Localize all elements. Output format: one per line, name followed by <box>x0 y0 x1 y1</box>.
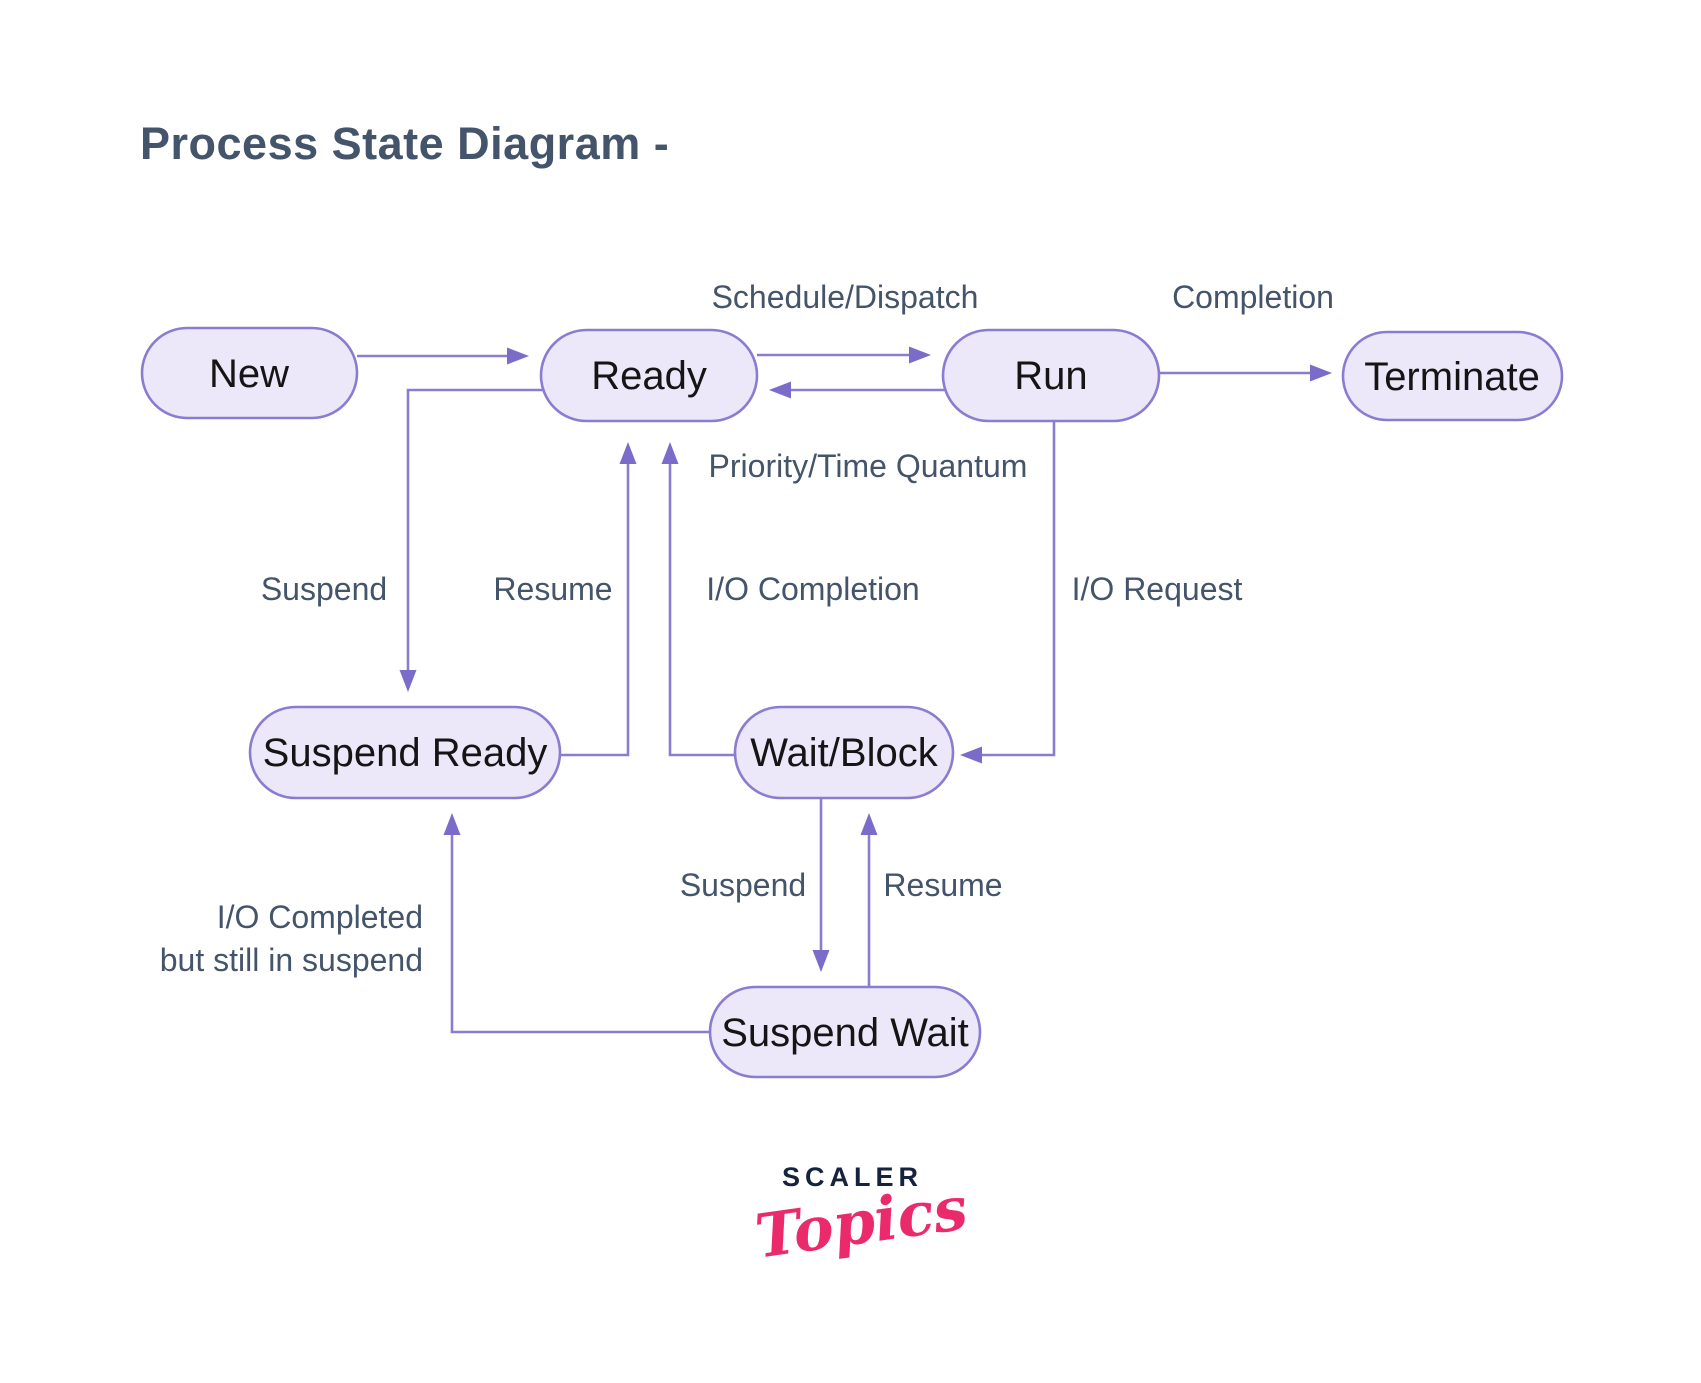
state-pill <box>733 705 955 800</box>
edge-line <box>560 462 630 757</box>
arrowhead <box>507 347 529 365</box>
arrowhead <box>960 746 982 764</box>
edge-ready-to-suspend-ready <box>399 388 553 692</box>
edge-wait-block-to-suspend-wait <box>812 798 830 972</box>
edge-label-io-completion: I/O Completion <box>706 571 919 607</box>
state-node-wait-block: Wait/Block <box>733 705 955 800</box>
edge-label-suspend-upper: Suspend <box>261 571 387 607</box>
state-node-run: Run <box>941 328 1161 423</box>
edge-new-to-ready <box>357 347 529 365</box>
state-pill <box>140 326 359 420</box>
state-label: Ready <box>591 354 707 398</box>
state-label: Run <box>1014 354 1087 398</box>
edge-wait-block-to-ready <box>661 442 735 757</box>
state-pill <box>539 328 759 423</box>
state-label: Suspend Wait <box>721 1011 969 1055</box>
arrowhead <box>1310 364 1332 382</box>
edge-line <box>406 388 553 672</box>
state-node-ready: Ready <box>539 328 759 423</box>
edge-label-priority-time-quantum: Priority/Time Quantum <box>709 448 1028 484</box>
state-pill <box>1341 330 1564 422</box>
edge-line <box>668 462 735 757</box>
edge-label-resume-lower: Resume <box>883 867 1002 903</box>
edge-ready-to-run <box>757 346 931 364</box>
state-label: Wait/Block <box>750 731 938 775</box>
state-label: Suspend Ready <box>263 731 548 775</box>
arrowhead <box>812 950 830 972</box>
arrowhead <box>909 346 931 364</box>
edge-label-suspend-lower: Suspend <box>680 867 806 903</box>
state-pill <box>248 705 562 800</box>
edge-run-to-terminate <box>1158 364 1332 382</box>
arrowhead <box>661 442 679 464</box>
scaler-topics-logo: SCALER Topics <box>751 1162 972 1273</box>
logo-brand-text: SCALER <box>781 1162 923 1192</box>
state-label: Terminate <box>1364 355 1540 399</box>
state-node-suspend-ready: Suspend Ready <box>248 705 562 800</box>
edge-label-completion: Completion <box>1172 279 1334 315</box>
arrowhead <box>619 442 637 464</box>
edge-suspend-wait-to-suspend-ready <box>443 813 710 1034</box>
state-node-new: New <box>140 326 359 420</box>
edge-label-io-completed-line2: but still in suspend <box>160 942 423 978</box>
arrowhead <box>769 381 791 399</box>
state-pill <box>708 985 982 1079</box>
state-label: New <box>209 352 289 396</box>
page-title: Process State Diagram - <box>140 118 670 169</box>
state-node-terminate: Terminate <box>1341 330 1564 422</box>
edge-suspend-wait-to-wait-block <box>860 813 878 987</box>
arrowhead <box>860 813 878 835</box>
state-node-suspend-wait: Suspend Wait <box>708 985 982 1079</box>
state-pill <box>941 328 1161 423</box>
edge-run-to-wait-block <box>960 421 1056 764</box>
edge-label-io-request: I/O Request <box>1072 571 1243 607</box>
edge-label-resume-upper: Resume <box>493 571 612 607</box>
edge-run-to-ready <box>769 381 945 399</box>
edge-line <box>980 421 1056 757</box>
edge-line <box>450 833 710 1034</box>
edge-suspend-ready-to-ready <box>560 442 637 757</box>
edge-label-io-completed-line1: I/O Completed <box>217 899 423 935</box>
arrowhead <box>399 670 417 692</box>
arrowhead <box>443 813 461 835</box>
edge-label-schedule-dispatch: Schedule/Dispatch <box>712 279 979 315</box>
